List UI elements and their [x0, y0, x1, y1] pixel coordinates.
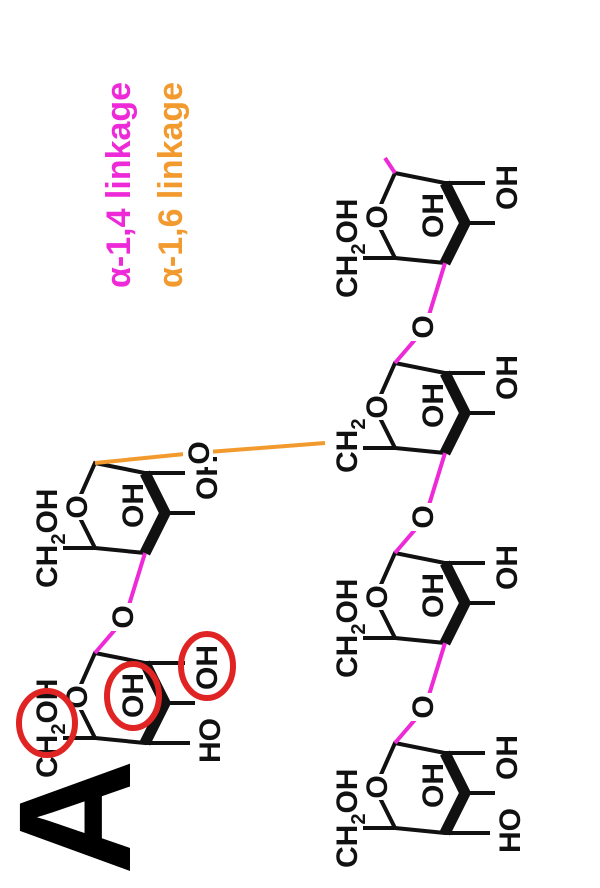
ring-o-mask	[361, 774, 389, 800]
oh-label-c3: OH	[491, 165, 524, 210]
glycosidic-oxygen: O	[407, 315, 440, 338]
ch2-group: CH2	[331, 419, 370, 473]
glycosidic-oxygen: O	[107, 605, 140, 628]
alpha-1-6-bond: O	[94, 439, 326, 467]
oh-label-c3: OH	[491, 355, 524, 400]
ch2oh-group: CH2OH	[331, 769, 370, 868]
oh-label-c2: OH	[417, 763, 450, 808]
glycosidic-oxygen: O	[407, 505, 440, 528]
hydroxyl-highlight-c2	[104, 661, 162, 731]
oh-label-c3: OH	[491, 545, 524, 590]
ch2oh-group: CH2OH	[331, 199, 370, 298]
glycosidic-oxygen: O	[183, 441, 216, 464]
oh-label-c2: OH	[417, 573, 450, 618]
ho-label-c4: HO	[194, 718, 227, 763]
link-o-mask	[407, 693, 437, 721]
oh-label-c3: OH	[191, 645, 224, 690]
oh-label-c2: OH	[117, 673, 150, 718]
alpha-1-4-bond-bottom-1: O	[393, 642, 447, 745]
alpha-1-4-bond-tail	[383, 156, 397, 175]
alpha-1-4-bond-bottom-2: O	[393, 452, 447, 555]
ch2oh-group: CH2OH	[31, 489, 70, 588]
ring-o-mask	[361, 394, 389, 420]
oh-label-c2: OH	[117, 483, 150, 528]
link-o-mask	[183, 439, 213, 467]
oh-label-c2: OH	[417, 383, 450, 428]
ring-oxygen: O	[361, 205, 394, 228]
link-o-mask	[407, 313, 437, 341]
ch2oh-group: CH2OH	[31, 679, 70, 778]
legend-alpha-1-6: α-1,6 linkage	[152, 82, 190, 288]
ring-oxygen: O	[361, 585, 394, 608]
ring-o-mask	[61, 494, 89, 520]
ring-o-mask	[361, 584, 389, 610]
alpha-1-4-bond-bottom-3: O	[393, 262, 447, 365]
oh-label-c3: OH	[491, 735, 524, 780]
ring-oxygen: O	[61, 495, 94, 518]
ho-label-c4: HO	[494, 808, 527, 853]
alpha-1-4-bond-top: O	[93, 552, 147, 655]
hydroxyl-highlight-c6	[16, 688, 78, 758]
ring-oxygen: O	[361, 775, 394, 798]
hydroxyl-highlight-c3	[178, 631, 236, 701]
oh-label-c2: OH	[417, 193, 450, 238]
ch2oh-group: CH2OH	[331, 579, 370, 678]
link-o-mask	[107, 603, 137, 631]
legend-alpha-1-4: α-1,4 linkage	[100, 82, 138, 288]
glycosidic-oxygen: O	[407, 695, 440, 718]
ring-o-mask	[361, 204, 389, 230]
ring-oxygen: O	[361, 395, 394, 418]
panel-label: A	[0, 759, 164, 875]
link-o-mask	[407, 503, 437, 531]
